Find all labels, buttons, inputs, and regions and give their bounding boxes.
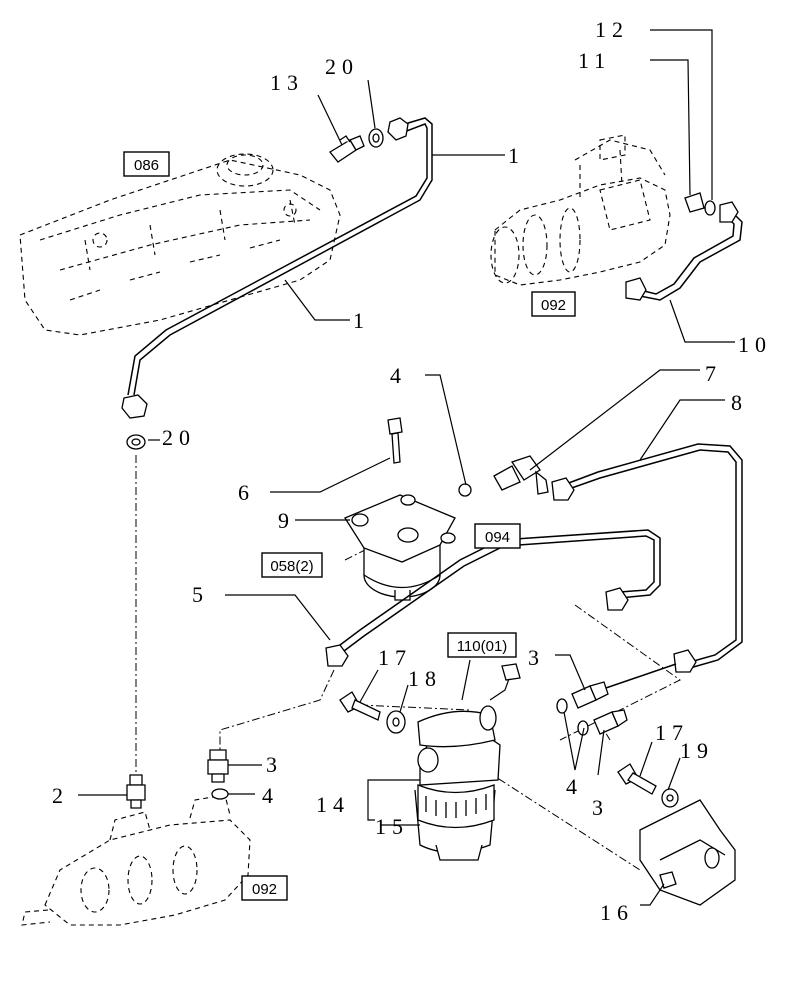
elbow-fitting-7 — [493, 455, 549, 495]
ref-label: 110(01) — [457, 638, 508, 655]
fitting-3 — [593, 709, 628, 735]
fuel-pipe-1 — [127, 117, 433, 396]
callout-3[interactable]: 3 — [266, 752, 283, 777]
fitting-11 — [684, 192, 705, 213]
bolt-6 — [387, 417, 403, 464]
callout-15[interactable]: 15 — [375, 814, 409, 839]
bolt-17 — [339, 691, 381, 721]
pipe-nut — [673, 649, 697, 673]
o-ring-4 — [458, 483, 472, 497]
fitting-3 — [571, 681, 609, 709]
callout-4[interactable]: 4 — [390, 363, 407, 388]
callout-2[interactable]: 2 — [52, 783, 69, 808]
ref-box-092-top[interactable]: 092 — [531, 291, 576, 317]
ref-box-094[interactable]: 094 — [474, 523, 521, 549]
pipe-nut — [325, 644, 349, 667]
fuel-pipe-5 — [335, 529, 661, 655]
callout-7[interactable]: 7 — [705, 361, 722, 386]
callouts: 13 20 1 1 12 11 10 20 4 7 8 6 9 5 17 18 … — [52, 17, 772, 925]
callout-20[interactable]: 20 — [325, 54, 359, 79]
pipe-nut — [121, 394, 148, 419]
callout-17[interactable]: 17 — [378, 645, 412, 670]
fitting-3 — [207, 749, 229, 783]
callout-8[interactable]: 8 — [731, 390, 748, 415]
callout-5[interactable]: 5 — [192, 582, 209, 607]
callout-4[interactable]: 4 — [262, 783, 279, 808]
ref-box-110[interactable]: 110(01) — [447, 632, 517, 658]
callout-14[interactable]: 14 — [316, 792, 350, 817]
callout-3[interactable]: 3 — [528, 645, 545, 670]
cylinder-head-ghost — [19, 153, 341, 336]
ref-label: 092 — [541, 297, 566, 314]
callout-20[interactable]: 20 — [162, 425, 196, 450]
leader-lines — [78, 29, 735, 906]
ref-label: 058(2) — [270, 558, 313, 575]
ref-box-058[interactable]: 058(2) — [261, 552, 323, 578]
fuel-filter-14 — [414, 663, 521, 861]
pipe-nut — [719, 201, 739, 223]
callout-12[interactable]: 12 — [595, 17, 629, 42]
callout-11[interactable]: 11 — [578, 48, 611, 73]
o-ring-4 — [211, 788, 229, 800]
pump-ghost-bottom — [21, 794, 251, 926]
callout-18[interactable]: 18 — [408, 666, 442, 691]
callout-16[interactable]: 16 — [600, 900, 634, 925]
callout-6[interactable]: 6 — [238, 480, 255, 505]
callout-4[interactable]: 4 — [566, 774, 583, 799]
ref-box-086[interactable]: 086 — [123, 151, 170, 177]
fuel-pipe-10 — [639, 209, 743, 301]
ref-box-092-bottom[interactable]: 092 — [241, 875, 288, 901]
callout-1[interactable]: 1 — [353, 308, 370, 333]
pipe-nut — [551, 477, 575, 501]
callout-19[interactable]: 19 — [680, 738, 714, 763]
callout-3[interactable]: 3 — [592, 795, 609, 820]
washer-12 — [704, 200, 716, 216]
bracket-16 — [639, 799, 736, 906]
fitting-2 — [126, 774, 146, 809]
fitting-13 — [329, 135, 365, 163]
pump-ghost-top — [490, 134, 671, 286]
filter-head-9 — [344, 494, 456, 601]
callout-1[interactable]: 1 — [508, 143, 525, 168]
o-ring-4 — [556, 698, 568, 714]
fuel-pipe-8 — [565, 443, 743, 669]
ref-label: 092 — [252, 881, 277, 898]
ref-label: 094 — [485, 529, 510, 546]
callout-17[interactable]: 17 — [655, 720, 689, 745]
callout-9[interactable]: 9 — [278, 508, 295, 533]
callout-10[interactable]: 10 — [738, 332, 772, 357]
callout-13[interactable]: 13 — [270, 70, 304, 95]
bolt-17 — [617, 763, 657, 795]
pipe-nut — [605, 587, 629, 611]
ref-label: 086 — [134, 157, 159, 174]
pipe-nut — [387, 117, 409, 141]
pipe-nut — [625, 277, 647, 301]
